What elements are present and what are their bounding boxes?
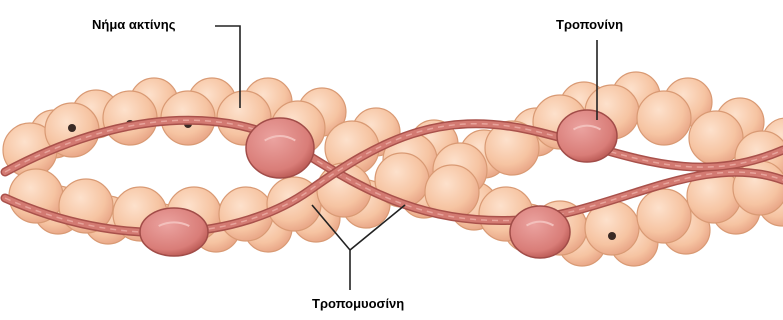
binding-site-dot (68, 124, 76, 132)
troponin-label: Τροπονίνη (556, 17, 623, 32)
tropomyosin-label: Τροπομυοσίνη (312, 296, 404, 311)
actin-bead-icon (637, 189, 691, 243)
troponin-blob-icon (557, 110, 617, 162)
troponin-blob-icon (140, 208, 208, 256)
actin-bead-icon (637, 91, 691, 145)
troponin-blob-icon (246, 118, 314, 178)
binding-site-dot (608, 232, 616, 240)
actin-bead-icon (103, 91, 157, 145)
troponin-blob-icon (510, 206, 570, 258)
actin-filament-label: Νήμα ακτίνης (92, 17, 175, 32)
